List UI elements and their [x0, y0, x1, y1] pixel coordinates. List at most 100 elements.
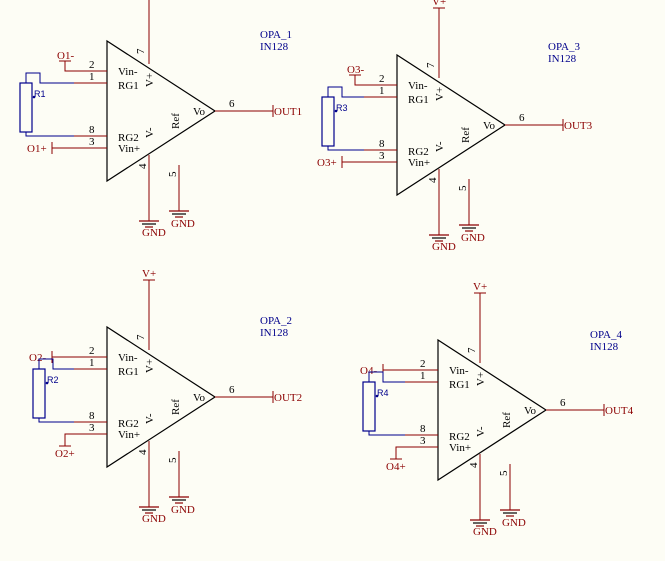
pin-number-3: 3 — [420, 435, 426, 447]
pin-name-rg2: RG2 — [408, 146, 429, 158]
pin-number-8: 8 — [89, 124, 95, 136]
vin-plus-label: O2+ — [55, 448, 75, 460]
pin-name-ref: Ref — [501, 412, 513, 428]
pin-name-vminus: V- — [144, 127, 156, 138]
pin-name-vin-plus: Vin+ — [118, 429, 140, 441]
pin-name-vminus: V- — [434, 141, 446, 152]
resistor-designator: R1 — [34, 89, 46, 99]
pin-name-vplus: V+ — [144, 359, 156, 373]
pin-name-vo: Vo — [193, 106, 206, 118]
rg2-wire — [327, 146, 364, 151]
pin-number-1: 1 — [89, 357, 95, 369]
rg1-wire — [25, 72, 74, 84]
rg2-wire — [38, 418, 74, 423]
pin-name-vplus: V+ — [434, 87, 446, 101]
vin-plus-wire — [395, 446, 405, 459]
pin-number-3: 3 — [89, 136, 95, 148]
gain-resistor — [321, 96, 335, 147]
gain-resistor — [19, 82, 33, 133]
pin-name-vplus: V+ — [475, 372, 487, 386]
amplifier-designator: OPA_1 — [260, 29, 292, 41]
out-net-label: OUT2 — [274, 392, 302, 404]
pin-number-2: 2 — [89, 59, 95, 71]
pin-number-4: 4 — [137, 449, 149, 455]
vin-plus-wire — [64, 433, 74, 446]
pin-number-4: 4 — [427, 177, 439, 183]
vplus-label: V+ — [142, 268, 156, 280]
amplifier-opa-4: 2183Vin-RG1RG2Vin+V+V-RefVoV+74GND5GND6O… — [360, 281, 634, 538]
amplifier-part: IN128 — [260, 41, 289, 53]
pin-number-7: 7 — [425, 62, 437, 68]
vin-minus-label: O3- — [347, 64, 364, 76]
resistor-pin-dot — [334, 109, 338, 113]
gnd-symbol-pin5: GND — [169, 210, 195, 230]
gain-resistor — [32, 368, 46, 419]
pin-name-ref: Ref — [460, 127, 472, 143]
pin-name-vin-plus: Vin+ — [118, 143, 140, 155]
resistor-pin-dot — [375, 394, 379, 398]
gnd-label: GND — [432, 241, 456, 253]
vin-minus-wire — [64, 61, 74, 72]
gain-resistor — [362, 381, 376, 432]
pin-number-5: 5 — [167, 457, 179, 463]
gnd-label: GND — [502, 517, 526, 529]
pin-number-8: 8 — [420, 423, 426, 435]
gnd-symbol-pin4: GND — [429, 234, 456, 253]
pin-number-5: 5 — [498, 470, 510, 476]
pin-number-2: 2 — [420, 358, 426, 370]
resistor-designator: R3 — [336, 103, 348, 113]
gnd-label: GND — [142, 227, 166, 239]
gnd-symbol-pin4: GND — [139, 506, 166, 525]
pin-number-8: 8 — [89, 410, 95, 422]
out-net-label: OUT3 — [564, 120, 593, 132]
rg2-wire — [368, 431, 405, 436]
gnd-symbol-pin4: GND — [470, 519, 497, 538]
pin-number-7: 7 — [466, 347, 478, 353]
pin-number-3: 3 — [89, 422, 95, 434]
pin-number-2: 2 — [379, 73, 385, 85]
pin-name-ref: Ref — [170, 113, 182, 129]
pin-name-rg2: RG2 — [449, 431, 470, 443]
amplifier-body — [437, 338, 548, 482]
amplifier-designator: OPA_2 — [260, 315, 292, 327]
rg1-wire — [327, 86, 364, 98]
pin-number-6: 6 — [229, 384, 235, 396]
pin-number-6: 6 — [560, 397, 566, 409]
amplifier-part: IN128 — [590, 341, 619, 353]
pin-number-7: 7 — [135, 48, 147, 54]
gnd-label: GND — [461, 232, 485, 244]
pin-name-vin-plus: Vin+ — [449, 442, 471, 454]
pin-name-vin-minus: Vin- — [408, 80, 428, 92]
pin-name-vminus: V- — [475, 426, 487, 437]
pin-number-8: 8 — [379, 138, 385, 150]
pin-name-vminus: V- — [144, 413, 156, 424]
pin-number-6: 6 — [519, 112, 525, 124]
resistor-designator: R2 — [47, 375, 59, 385]
amplifier-body — [106, 39, 217, 183]
gnd-symbol-pin5: GND — [459, 224, 485, 244]
out-net-label: OUT1 — [274, 106, 302, 118]
rg1-wire — [38, 358, 74, 370]
amplifier-designator: OPA_4 — [590, 329, 622, 341]
pin-name-vplus: V+ — [144, 73, 156, 87]
pin-number-1: 1 — [89, 71, 95, 83]
pin-number-6: 6 — [229, 98, 235, 110]
out-net-label: OUT4 — [605, 405, 634, 417]
gnd-label: GND — [171, 504, 195, 516]
resistor-pin-dot — [45, 381, 49, 385]
pin-name-rg1: RG1 — [118, 366, 139, 378]
amplifier-opa-3: 2183Vin-RG1RG2Vin+V+V-RefVoV+74GND5GND6O… — [317, 0, 593, 253]
amplifier-body — [396, 53, 507, 197]
gnd-symbol-pin5: GND — [500, 509, 526, 529]
vin-plus-label: O4+ — [386, 461, 406, 473]
pin-name-vin-minus: Vin- — [118, 66, 138, 78]
amplifier-opa-1: 2183Vin-RG1RG2Vin+V+V-RefVoV+74GND5GND6O… — [19, 0, 302, 239]
pin-name-rg1: RG1 — [449, 379, 470, 391]
pin-number-5: 5 — [167, 171, 179, 177]
gnd-symbol-pin4: GND — [139, 220, 166, 239]
vplus-label: V+ — [473, 281, 487, 293]
amplifier-body — [106, 325, 217, 469]
pin-name-vin-plus: Vin+ — [408, 157, 430, 169]
pin-name-vo: Vo — [524, 405, 537, 417]
